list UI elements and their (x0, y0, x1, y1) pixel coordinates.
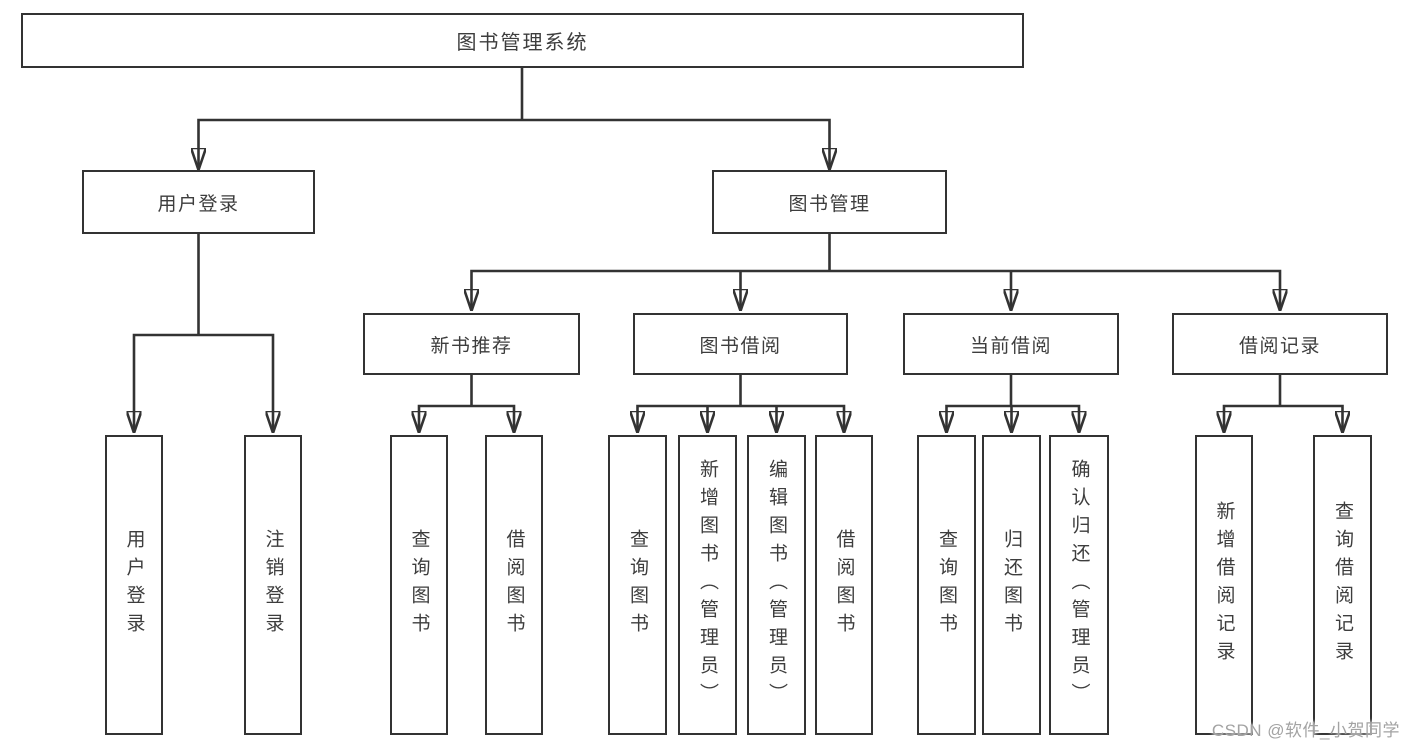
root-node-library-system: 图书管理系统 (21, 13, 1024, 68)
branch-borrowing-records: 借阅记录 (1172, 313, 1388, 375)
leaf-add-books-admin: 新增图书（管理员） (678, 435, 737, 735)
branch-book-borrowing: 图书借阅 (633, 313, 848, 375)
leaf-logout: 注销登录 (244, 435, 302, 735)
leaf-add-borrow-record: 新增借阅记录 (1195, 435, 1253, 735)
leaf-query-books-borrow: 查询图书 (608, 435, 667, 735)
leaf-borrow-books-recommend: 借阅图书 (485, 435, 543, 735)
leaf-user-login: 用户登录 (105, 435, 163, 735)
csdn-watermark: CSDN @软件_小贺同学 (1211, 721, 1400, 740)
branch-book-management: 图书管理 (712, 170, 947, 234)
branch-user-login: 用户登录 (82, 170, 315, 234)
leaf-borrow-books: 借阅图书 (815, 435, 873, 735)
leaf-edit-books-admin: 编辑图书（管理员） (747, 435, 806, 735)
branch-current-borrowing: 当前借阅 (903, 313, 1119, 375)
branch-new-book-recommendation: 新书推荐 (363, 313, 580, 375)
leaf-return-books: 归还图书 (982, 435, 1041, 735)
leaf-query-books-recommend: 查询图书 (390, 435, 448, 735)
leaf-query-borrow-record: 查询借阅记录 (1313, 435, 1372, 735)
leaf-confirm-return-admin: 确认归还（管理员） (1049, 435, 1109, 735)
leaf-query-books-current: 查询图书 (917, 435, 976, 735)
